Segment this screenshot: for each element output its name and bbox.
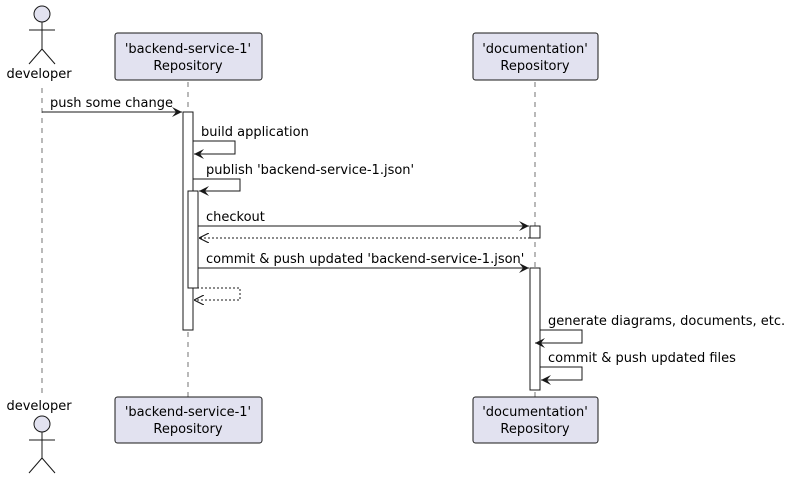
- message-push-some-change: push some change: [42, 96, 182, 117]
- documentation-activation-bar: [529, 267, 541, 391]
- message-generate-diagrams: generate diagrams, documents, etc.: [535, 314, 785, 348]
- message-commit-push-json: commit & push updated 'backend-service-1…: [198, 252, 529, 273]
- developer-label-top: developer: [6, 67, 72, 82]
- backend-repository-box-top: 'backend-service-1' Repository: [114, 32, 263, 81]
- message-label: publish 'backend-service-1.json': [206, 163, 414, 178]
- backend-repository-type-top: Repository: [153, 59, 222, 74]
- actor-icon: [33, 5, 51, 23]
- backend-repository-type-bottom: Repository: [153, 422, 222, 437]
- message-label: commit & push updated files: [548, 351, 736, 366]
- backend-repository-box-bottom: 'backend-service-1' Repository: [114, 396, 263, 444]
- documentation-repository-type-bottom: Repository: [500, 422, 569, 437]
- developer-actor-top: developer: [6, 5, 72, 82]
- message-publish: publish 'backend-service-1.json': [193, 163, 414, 196]
- developer-label-bottom: developer: [6, 399, 72, 414]
- developer-actor-bottom: developer: [6, 399, 72, 474]
- documentation-repository-name-top: 'documentation': [482, 42, 588, 57]
- message-label: commit & push updated 'backend-service-1…: [206, 252, 524, 267]
- message-label: build application: [201, 125, 309, 140]
- message-label: generate diagrams, documents, etc.: [548, 314, 785, 329]
- message-label: push some change: [50, 96, 173, 111]
- message-publish-return: [193, 287, 241, 300]
- backend-nested-activation-bar: [187, 190, 199, 289]
- message-checkout: checkout: [198, 210, 529, 231]
- backend-repository-name-bottom: 'backend-service-1': [125, 405, 251, 420]
- message-label: checkout: [206, 210, 265, 225]
- backend-repository-name-top: 'backend-service-1': [125, 42, 251, 57]
- documentation-repository-box-bottom: 'documentation' Repository: [472, 396, 599, 444]
- documentation-repository-type-top: Repository: [500, 59, 569, 74]
- message-commit-push-files: commit & push updated files: [540, 351, 736, 385]
- actor-icon: [33, 415, 51, 433]
- documentation-repository-box-top: 'documentation' Repository: [472, 32, 599, 81]
- documentation-checkout-activation-bar: [529, 225, 541, 239]
- documentation-repository-name-bottom: 'documentation': [482, 405, 588, 420]
- message-build-application: build application: [193, 125, 309, 159]
